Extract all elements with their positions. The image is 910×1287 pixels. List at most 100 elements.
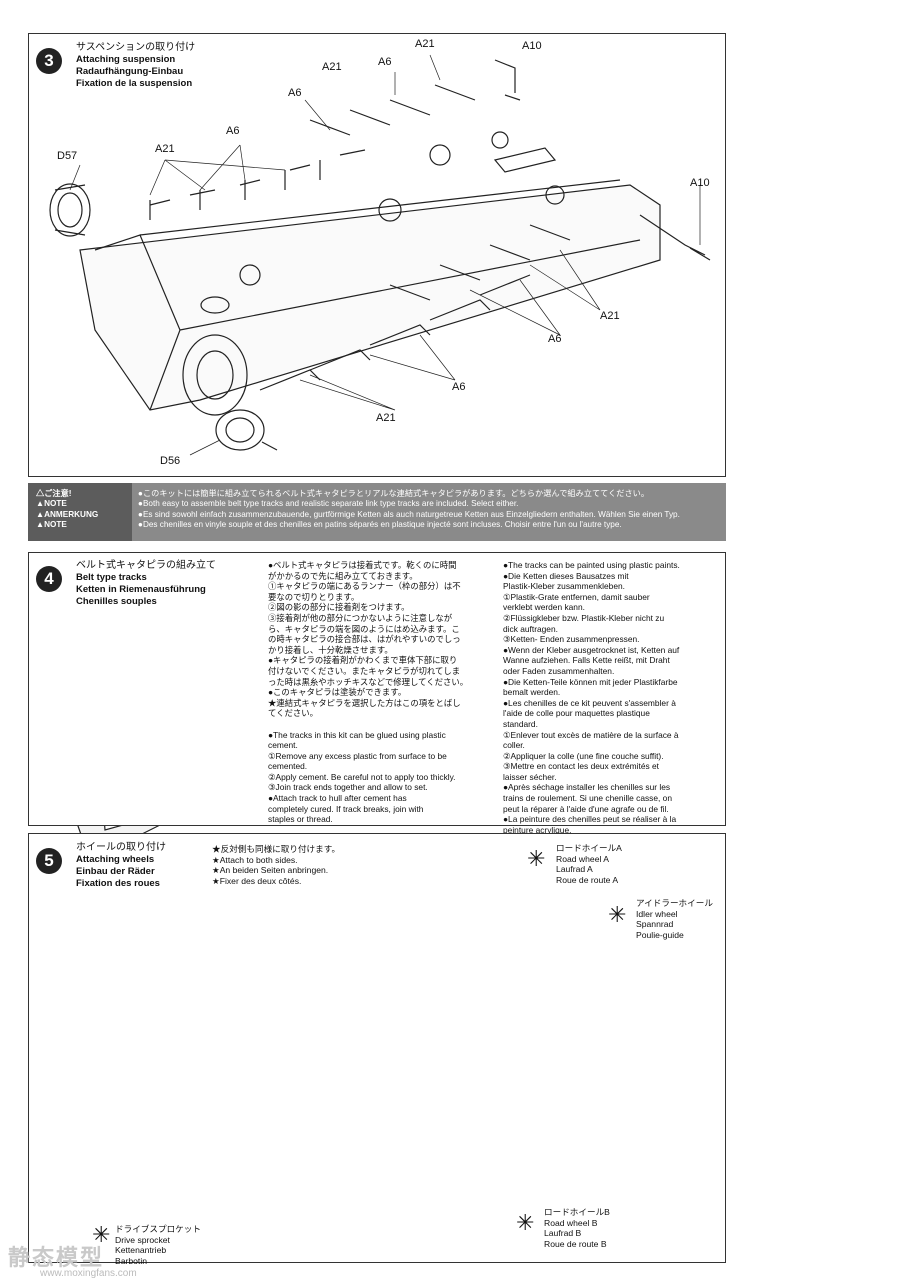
instruction-line: ③接着剤が他の部分につかないように注意しなが [268,612,453,623]
step5-title-en: Attaching wheels [76,854,155,865]
instruction-line: ●Attach track to hull after cement has [268,793,407,804]
both-sides-en: ★Attach to both sides. [212,854,298,865]
instruction-line: ★連結式キャタピラを選択した方はこの項をとばし [268,697,461,708]
step4-instructions-col2: ●The tracks can be painted using plastic… [503,560,718,835]
note-en: ▲NOTE [36,499,67,509]
step3-title-en: Attaching suspension [76,54,176,65]
instruction-line: ●Die Ketten dieses Bausatzes mit [503,570,629,581]
note-line: ●Both easy to assemble belt type tracks … [138,499,519,509]
road-wheel-b-en: Road wheel B [544,1217,598,1228]
road-wheel-a-jp: ロードホイールA [556,843,622,853]
instruction-line: ●Wenn der Kleber ausgetrocknet ist, Kett… [503,644,680,655]
drive-sprocket-label: ドライブスプロケット Drive sprocket Kettenantrieb … [115,1224,201,1266]
asterisk-icon: ✳ [516,1210,535,1235]
step3-title: サスペンションの取り付け Attaching suspension Radauf… [76,42,195,90]
instruction-line: ●このキャタピラは塗装ができます。 [268,687,407,698]
idler-fr: Poulie-guide [636,929,684,940]
instruction-line: ●キャタピラの接着剤がかわくまで車体下部に取り [268,655,458,666]
sprocket-jp: ドライブスプロケット [115,1224,201,1234]
instruction-line: てください。 [268,708,318,719]
instruction-line: cement. [268,740,298,751]
instruction-line: ②Apply cement. Be careful not to apply t… [268,771,456,782]
instruction-line: ②Flüssigkleber bzw. Plastik-Kleber nicht… [503,612,665,623]
step5-title-jp: ホイールの取り付け [76,842,166,853]
step5-title: ホイールの取り付け Attaching wheels Einbau der Rä… [76,842,166,890]
road-wheel-a-label: ロードホイールA Road wheel A Laufrad A Roue de … [556,843,622,885]
instruction-line: 要なので切りとります。 [268,591,360,602]
instruction-line: の時キャタピラの接合部は、はがれやすいのでしっ [268,634,461,645]
idler-de: Spannrad [636,919,674,929]
asterisk-icon: ✳ [527,846,546,871]
step4-panel [28,552,726,826]
step4-number: 4 [36,566,62,592]
step4-title-fr: Chenilles souples [76,596,157,607]
step4-title-jp: ベルト式キャタピラの組み立て [76,560,216,571]
instruction-line: ●ベルト式キャタピラは接着式です。乾くのに時間 [268,560,457,570]
instruction-line: Plastik-Kleber zusammenkleben. [503,581,625,592]
instruction-line: ①Remove any excess plastic from surface … [268,750,447,761]
asterisk-icon: ✳ [92,1222,111,1247]
instruction-line: ●The tracks can be painted using plastic… [503,560,680,570]
instruction-line: coller. [503,740,525,751]
instruction-line: staples or thread. [268,814,333,825]
note-banner: △ご注意! ▲NOTE ▲ANMERKUNG ▲NOTE ●このキットには簡単に… [28,483,726,541]
instruction-line: peut la réparer à l'aide d'une agrafe ou… [503,803,669,814]
idler-en: Idler wheel [636,908,678,919]
label-a6-right: A6 [548,333,562,345]
instruction-line: oder Faden zusammenhalten. [503,665,615,676]
step5-title-de: Einbau der Räder [76,866,155,877]
note-de: ▲ANMERKUNG [36,509,99,519]
both-sides-note: ★反対側も同様に取り付けます。 ★Attach to both sides. ★… [212,844,340,886]
instruction-line: ●Après séchage installer les chenilles s… [503,782,671,793]
instruction-line: ●Die Ketten-Teile können mit jeder Plast… [503,676,678,687]
label-a10-top: A10 [522,40,542,52]
instruction-line: peinture acrylique. [503,824,572,835]
sprocket-de: Kettenantrieb [115,1245,167,1255]
step5-title-fr: Fixation des roues [76,878,160,889]
instruction-line: がかかるので先に組み立てておきます。 [268,570,418,581]
instruction-line: ら、キャタピラの端を図のようにはめ込みます。こ [268,623,460,634]
instruction-line: standard. [503,718,538,729]
label-a6-4: A6 [226,125,240,137]
watermark-url: www.moxingfans.com [40,1268,137,1279]
note-text: ●このキットには簡単に組み立てられるベルト式キャタピラとリアルな連結式キャタピラ… [138,489,680,531]
label-a6-3: A6 [288,87,302,99]
instruction-line: l'aide de colle pour maquettes plastique [503,708,650,719]
step3-hull-drawing [49,54,711,456]
instruction-line: 付けないでください。またキャタピラが切れてしま [268,665,461,676]
asterisk-icon: ✳ [608,902,627,927]
instruction-line: ②図の影の部分に接着剤をつけます。 [268,602,410,613]
road-wheel-b-label: ロードホイールB Road wheel B Laufrad B Roue de … [544,1207,610,1249]
label-d57: D57 [57,150,78,162]
road-wheel-b-fr: Roue de route B [544,1238,607,1249]
idler-wheel-label: アイドラーホイール Idler wheel Spannrad Poulie-gu… [636,898,713,940]
idler-jp: アイドラーホイール [636,898,713,908]
instruction-line: dick auftragen. [503,623,558,634]
step4-title-de: Ketten in Riemenausführung [76,584,206,595]
step4-instructions-col1: ●ベルト式キャタピラは接着式です。乾くのに時間がかかるので先に組み立てておきます… [268,560,493,825]
road-wheel-b-de: Laufrad B [544,1228,582,1238]
instruction-line: った時は黒糸やホッチキスなどで修理してください。 [268,676,469,687]
note-line: ●Des chenilles en vinyle souple et des c… [138,520,622,530]
instruction-line: ③Ketten- Enden zusammenpressen. [503,634,640,645]
instruction-line: ③Join track ends together and allow to s… [268,782,428,793]
both-sides-fr: ★Fixer des deux côtés. [212,875,302,886]
instruction-line: ●Les chenilles de ce kit peuvent s'assem… [503,697,676,708]
note-fr: ▲NOTE [36,520,67,530]
label-d56: D56 [160,455,181,467]
road-wheel-a-fr: Roue de route A [556,874,619,885]
note-jp: △ご注意! [36,489,72,498]
step3-number: 3 [36,48,62,74]
instruction-line [268,719,493,730]
note-line: ●このキットには簡単に組み立てられるベルト式キャタピラとリアルな連結式キャタピラ… [138,489,650,498]
instruction-line: ●La peinture des chenilles peut se réali… [503,814,677,825]
step3-title-de: Radaufhängung-Einbau [76,66,184,77]
step3-title-jp: サスペンションの取り付け [76,42,196,53]
instruction-line: completely cured. If track breaks, join … [268,803,424,814]
sprocket-en: Drive sprocket [115,1234,170,1245]
instruction-line: laisser sécher. [503,771,557,782]
instruction-line: ●The tracks in this kit can be glued usi… [268,729,446,740]
instruction-line: かり接着し、十分乾燥させます。 [268,644,393,655]
both-sides-de: ★An beiden Seiten anbringen. [212,865,329,875]
label-a21-right: A21 [600,310,620,322]
